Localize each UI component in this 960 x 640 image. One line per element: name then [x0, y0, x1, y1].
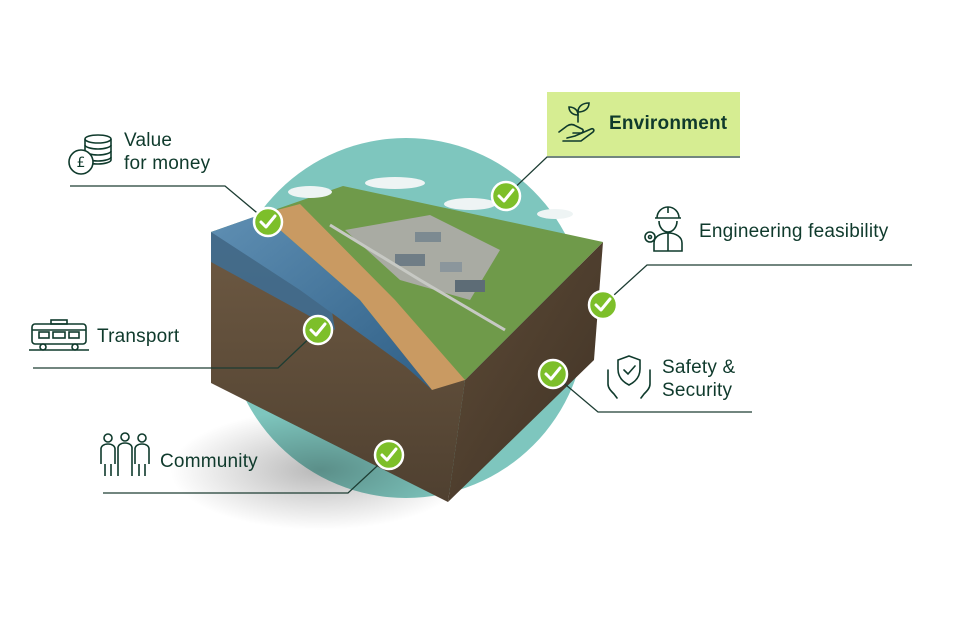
leader-line-environment [505, 156, 740, 197]
beach-strip [262, 204, 465, 390]
access-road [329, 223, 506, 332]
facility-building-2 [440, 262, 462, 272]
svg-text:£: £ [77, 155, 86, 171]
leader-line-engineering [602, 264, 912, 306]
leader-line-transport [33, 329, 319, 369]
check-badge-value [252, 206, 284, 238]
label-environment: Environment [609, 113, 728, 134]
check-badge-safety [537, 358, 569, 390]
engineer-worker-icon [640, 203, 690, 253]
leader-line-value [70, 185, 269, 223]
cloud [537, 209, 573, 219]
label-engineering-feasibility: Engineering feasibility [699, 221, 889, 242]
check-badge-environment [490, 180, 522, 212]
facility-building-4 [415, 232, 441, 242]
sea-cross-section [211, 232, 335, 330]
facility-building-3 [455, 280, 485, 292]
shield-hands-icon [604, 352, 654, 400]
environment-highlight [547, 92, 740, 156]
sea-surface [211, 214, 432, 390]
train-icon [29, 318, 89, 352]
check-badge-engineering [587, 289, 619, 321]
leader-line-safety [552, 373, 752, 413]
soil-right-face [448, 242, 603, 502]
cloud [365, 177, 425, 189]
cloud [444, 198, 496, 210]
label-value-for-money: Value for money [124, 130, 211, 174]
leader-line-community [103, 454, 390, 494]
soil-left-face [211, 232, 465, 502]
cloud [288, 186, 332, 198]
label-transport: Transport [97, 326, 180, 347]
coins-pound-icon: £ [66, 130, 118, 178]
plant-hand-icon [555, 98, 601, 144]
check-badge-transport [302, 314, 334, 346]
people-group-icon [98, 432, 152, 480]
label-community: Community [160, 451, 258, 472]
label-safety-security: Safety & Security [662, 357, 736, 401]
facility-building-1 [395, 254, 425, 266]
check-badge-community [373, 439, 405, 471]
